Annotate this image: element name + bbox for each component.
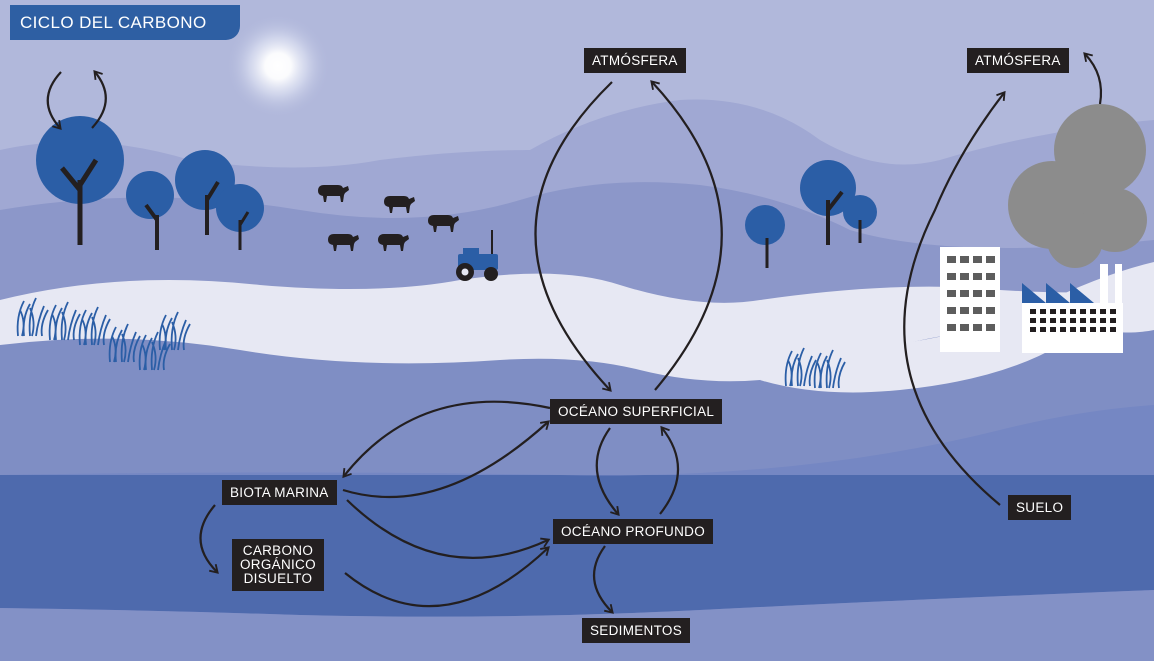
label-atmosphere-right: ATMÓSFERA [967,48,1069,73]
sea-floor [0,590,1154,661]
factory [1022,264,1123,353]
doc-line-2: ORGÁNICO [240,557,316,572]
river-right [760,262,1154,393]
doc-line-1: CARBONO [242,543,314,558]
tractor [456,230,498,281]
flow-arrows [46,52,1103,614]
sun [226,14,330,118]
smoke-cloud [1008,104,1147,268]
arrow-deep-to-surface [659,425,680,515]
arrow-biota-to-surface-ocean [342,420,550,499]
label-atmosphere-left: ATMÓSFERA [584,48,686,73]
arrow-soil-to-atmosphere [903,90,1006,506]
label-soil: SUELO [1008,495,1072,520]
arrow-surface-ocean-to-biota [342,400,551,479]
arrow-biota-to-doc [199,504,219,574]
label-surface-ocean: OCÉANO SUPERFICIAL [550,399,723,424]
ocean-deep [0,475,1154,617]
diagram-title: CICLO DEL CARBONO [10,5,240,40]
arrow-surface-ocean-to-atmosphere [650,80,723,391]
arrow-tree-down [46,71,62,130]
arrow-atmosphere-to-surface-ocean [534,81,613,392]
arrow-surface-to-deep [595,427,620,517]
label-sediments: SEDIMENTOS [582,618,691,643]
arrow-smoke-to-atmosphere [1083,52,1103,105]
tree-group-left [36,116,264,250]
label-deep-ocean: OCÉANO PROFUNDO [553,519,714,544]
arrow-tree-up [91,69,107,129]
arrow-doc-to-deep-ocean [344,546,550,608]
label-marine-biota: BIOTA MARINA [222,480,337,505]
ocean-swoosh [0,405,1154,476]
arrow-deep-to-sediments [592,545,614,614]
office-building [940,247,1000,352]
tree-group-right [745,160,877,268]
doc-line-3: DISUELTO [243,571,313,586]
arrow-biota-to-deep-ocean [346,499,551,559]
label-dissolved-organic-carbon: CARBONO ORGÁNICO DISUELTO [232,539,324,591]
